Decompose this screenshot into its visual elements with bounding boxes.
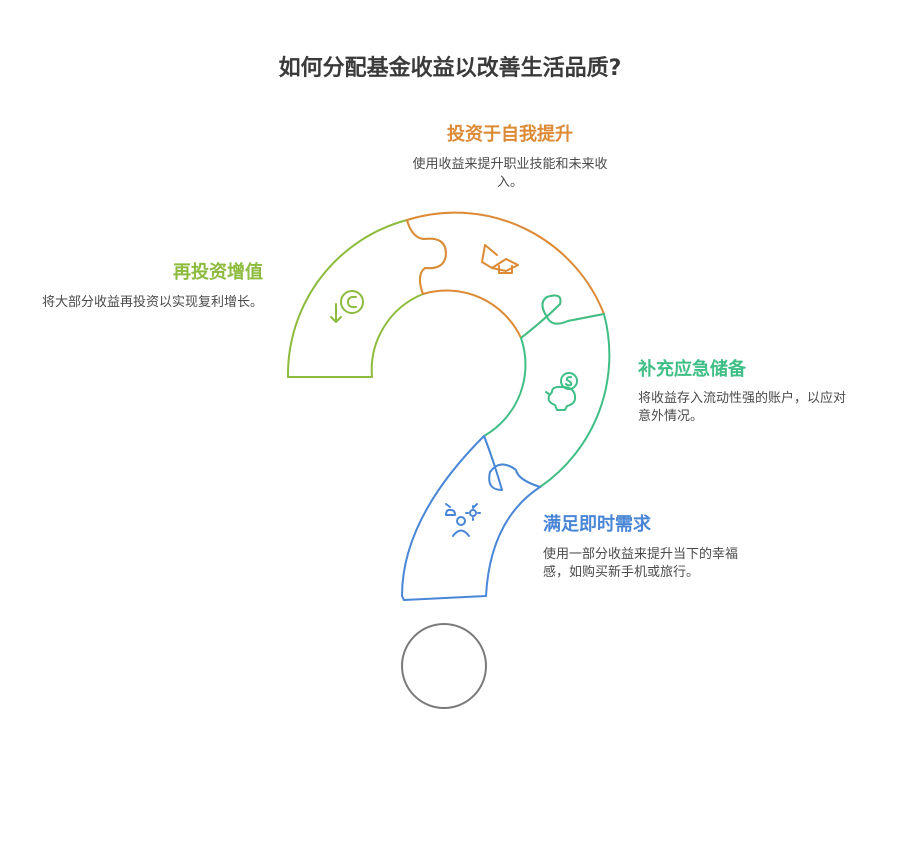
section-desc-right: 将收益存入流动性强的账户，以应对意外情况。 — [638, 391, 847, 424]
question-dot — [401, 623, 487, 709]
segment-left — [286, 219, 447, 378]
page-title: 如何分配基金收益以改善生活品质? — [278, 56, 622, 81]
happy-person-icon — [445, 503, 481, 537]
graduation-cap-icon — [481, 244, 519, 274]
piggy-bank-icon — [545, 372, 578, 411]
section-title-bottom: 满足即时需求 — [543, 514, 651, 535]
section-title-top: 投资于自我提升 — [447, 124, 573, 145]
segment-bottom — [401, 435, 541, 601]
section-desc-left: 将大部分收益再投资以实现复利增长。 — [41, 295, 263, 310]
section-desc-top: 使用收益来提升职业技能和未来收入。 — [412, 157, 608, 190]
section-desc-bottom: 使用一部分收益来提升当下的幸福感，如购买新手机或旅行。 — [543, 547, 739, 580]
section-title-left: 再投资增值 — [173, 262, 263, 283]
section-title-right: 补充应急储备 — [638, 359, 746, 380]
reinvest-coin-icon — [330, 290, 364, 323]
